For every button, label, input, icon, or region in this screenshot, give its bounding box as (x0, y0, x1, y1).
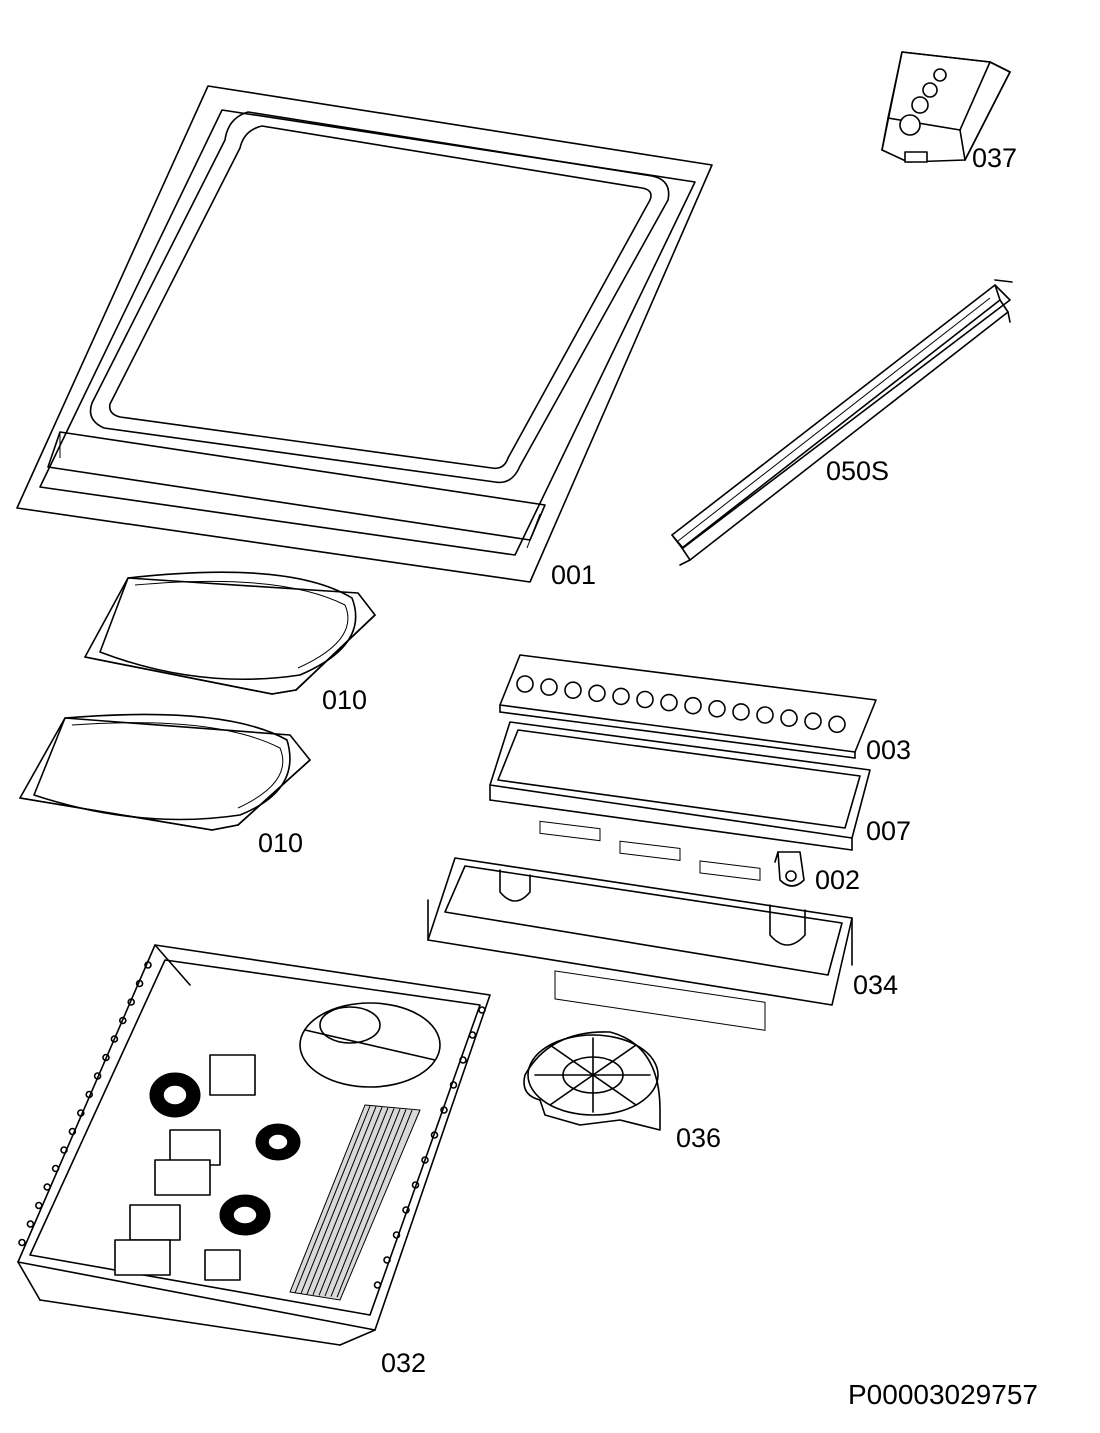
heatsink-fin (306, 1107, 383, 1295)
board-knob (804, 712, 822, 731)
heatsink-fin (336, 1110, 413, 1298)
heatsink-fin (300, 1106, 377, 1294)
label-001: 001 (551, 560, 597, 590)
label-003: 003 (866, 735, 912, 765)
label-007: 007 (866, 816, 912, 846)
side-hole (383, 1256, 391, 1264)
heatsink-fin (318, 1108, 395, 1296)
side-hole (392, 1231, 401, 1239)
label-002: 002 (815, 865, 861, 895)
side-hole (93, 1072, 102, 1080)
part-036-cooling-fan (523, 1031, 661, 1131)
board-knob (756, 706, 774, 724)
side-hole (478, 1006, 486, 1014)
label-032: 032 (381, 1348, 427, 1378)
side-hole (26, 1220, 35, 1228)
side-hole (127, 998, 135, 1006)
side-hole (34, 1201, 43, 1210)
board-knob (612, 687, 630, 706)
board-knob (540, 678, 558, 696)
board-knob (708, 699, 726, 718)
side-hole (135, 979, 144, 988)
side-hole (459, 1056, 467, 1064)
side-hole (68, 1127, 77, 1136)
side-hole (373, 1281, 382, 1289)
side-hole (102, 1053, 110, 1062)
label-010-lower: 010 (258, 828, 304, 858)
side-hole (449, 1081, 458, 1089)
label-036: 036 (676, 1123, 722, 1153)
board-knob (780, 709, 798, 727)
part-034-control-bracket (427, 857, 853, 1031)
part-010-heat-insulation-upper (84, 571, 376, 695)
part-007-control-board-housing (489, 721, 871, 881)
side-hole (402, 1206, 410, 1214)
heatsink-fin (294, 1105, 371, 1294)
side-hole (85, 1090, 93, 1099)
heatsink-fin (324, 1108, 401, 1297)
side-hole (77, 1109, 85, 1117)
part-010-heat-insulation-lower (19, 713, 311, 831)
board-knob (828, 715, 846, 734)
part-002-clip (774, 851, 805, 887)
board-knob (732, 703, 750, 721)
board-knob (588, 684, 606, 703)
board-knob (516, 675, 534, 693)
label-050s: 050S (826, 456, 890, 486)
side-hole (430, 1131, 439, 1139)
label-037: 037 (972, 143, 1018, 173)
side-hole (110, 1035, 119, 1043)
board-knob (636, 690, 654, 709)
part-037-terminal-block (881, 51, 1011, 163)
side-hole (144, 961, 152, 969)
document-number: P00003029757 (848, 1379, 1038, 1410)
board-knob (684, 696, 702, 715)
board-knob (564, 681, 582, 700)
side-hole (119, 1016, 127, 1025)
label-010-upper: 010 (322, 685, 368, 715)
label-034: 034 (853, 970, 899, 1000)
part-032-induction-base-module (17, 944, 491, 1346)
side-hole (421, 1156, 429, 1164)
heatsink-fin (330, 1109, 407, 1297)
board-knob (660, 693, 678, 712)
side-hole (411, 1181, 420, 1189)
part-001-hob-top-glass (16, 85, 713, 583)
heatsink-fin (312, 1107, 389, 1295)
side-hole (18, 1238, 26, 1247)
side-hole (60, 1146, 68, 1154)
side-hole (43, 1183, 52, 1191)
side-hole (468, 1031, 477, 1039)
side-hole (440, 1106, 448, 1114)
part-050s-side-profile-strip (671, 279, 1013, 566)
side-hole (51, 1164, 60, 1173)
part-003-control-board (499, 654, 877, 759)
